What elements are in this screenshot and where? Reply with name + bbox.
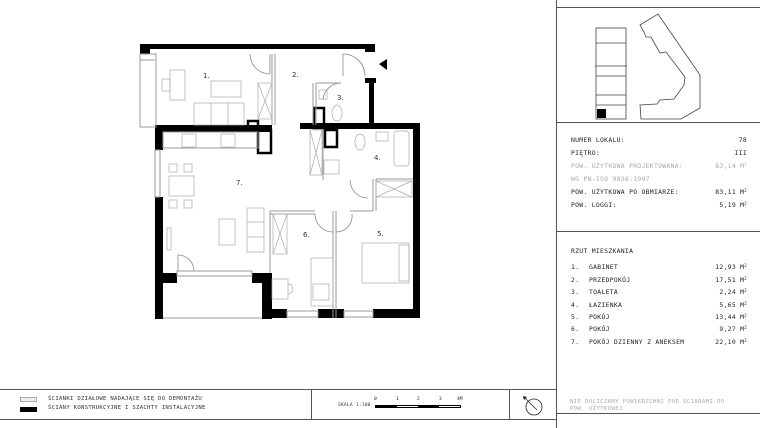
info-row-unit-number: NUMER LOKALU: 78 (571, 136, 747, 144)
legend-structural-wall-text: ŚCIANY KONSTRUKCYJNE I SZACHTY INSTALACY… (48, 405, 206, 411)
legend-light-wall-swatch (20, 397, 37, 402)
scale-tick-0: 0 (374, 397, 377, 402)
info-value: 5,19 M2 (719, 201, 747, 209)
info-row-measured-area: POW. UŻYTKOWA PO OBMIARZE: 83,11 M2 (571, 188, 747, 196)
info-row-floor: PIĘTRO: III (571, 149, 747, 157)
info-label: POW. LOGGI: (571, 201, 617, 209)
legend-light-wall-text: ŚCIANKI DZIAŁOWE NADAJĄCE SIĘ DO DEMONTA… (48, 396, 203, 402)
info-label: WG PN-ISO 9836:1997 (571, 175, 650, 183)
entrance-arrow-icon (379, 59, 387, 70)
doors (177, 53, 369, 272)
frame-legend-bottom (0, 419, 557, 420)
footnote: NIE DOLICZAMY POWIERZCHNI POD ŚCIANAMI D… (570, 399, 725, 412)
info-row-standard: WG PN-ISO 9836:1997 (571, 175, 747, 183)
room-label-1: 1. (203, 72, 210, 80)
frame-divider-info (557, 231, 760, 232)
scale-tick-2: 2 (417, 397, 420, 402)
scale-bar (375, 405, 461, 408)
info-value: 83,11 M2 (715, 188, 747, 196)
info-value: 83,14 M2 (715, 162, 747, 170)
scale-tick-1: 1 (396, 397, 399, 402)
info-label: POW. UŻYTKOWA PROJEKTOWANA: (571, 162, 683, 170)
info-value: III (734, 149, 747, 157)
frame-divider-keyplan (557, 122, 760, 123)
furniture (161, 69, 413, 307)
info-value: 78 (738, 136, 747, 144)
structural-walls (140, 44, 420, 319)
room-label-6: 6. (303, 231, 310, 239)
scale-tick-3: 3 (439, 397, 442, 402)
scale-tick-4: 4M (457, 397, 463, 402)
room-label-3: 3. (337, 94, 344, 102)
rooms-title: RZUT MIESZKANIA (571, 247, 634, 255)
legend-structural-wall-swatch (20, 407, 37, 412)
key-plan (595, 13, 701, 120)
info-label: POW. UŻYTKOWA PO OBMIARZE: (571, 188, 679, 196)
frame-legend-top (0, 389, 557, 390)
north-arrow-icon (523, 396, 543, 416)
frame-vertical-divider (556, 0, 557, 428)
room-label-2: 2. (292, 71, 299, 79)
frame-legend-divider-1 (311, 389, 312, 420)
info-row-designed-area: POW. UŻYTKOWA PROJEKTOWANA: 83,14 M2 (571, 162, 747, 170)
frame-top-right-line (557, 7, 760, 8)
floor-plan: 1. 2. 3. 4. 5. 6. 7. (139, 44, 420, 319)
room-label-4: 4. (374, 154, 381, 162)
info-label: NUMER LOKALU: (571, 136, 625, 144)
room-label-5: 5. (377, 230, 384, 238)
apartment-location-marker (597, 109, 606, 118)
frame-bottom-right-line (557, 413, 760, 414)
scale-label: SKALA 1:100 (338, 403, 371, 408)
room-label-7: 7. (236, 179, 243, 187)
info-label: PIĘTRO: (571, 149, 601, 157)
frame-legend-divider-2 (509, 389, 510, 420)
info-row-loggia-area: POW. LOGGI: 5,19 M2 (571, 201, 747, 209)
